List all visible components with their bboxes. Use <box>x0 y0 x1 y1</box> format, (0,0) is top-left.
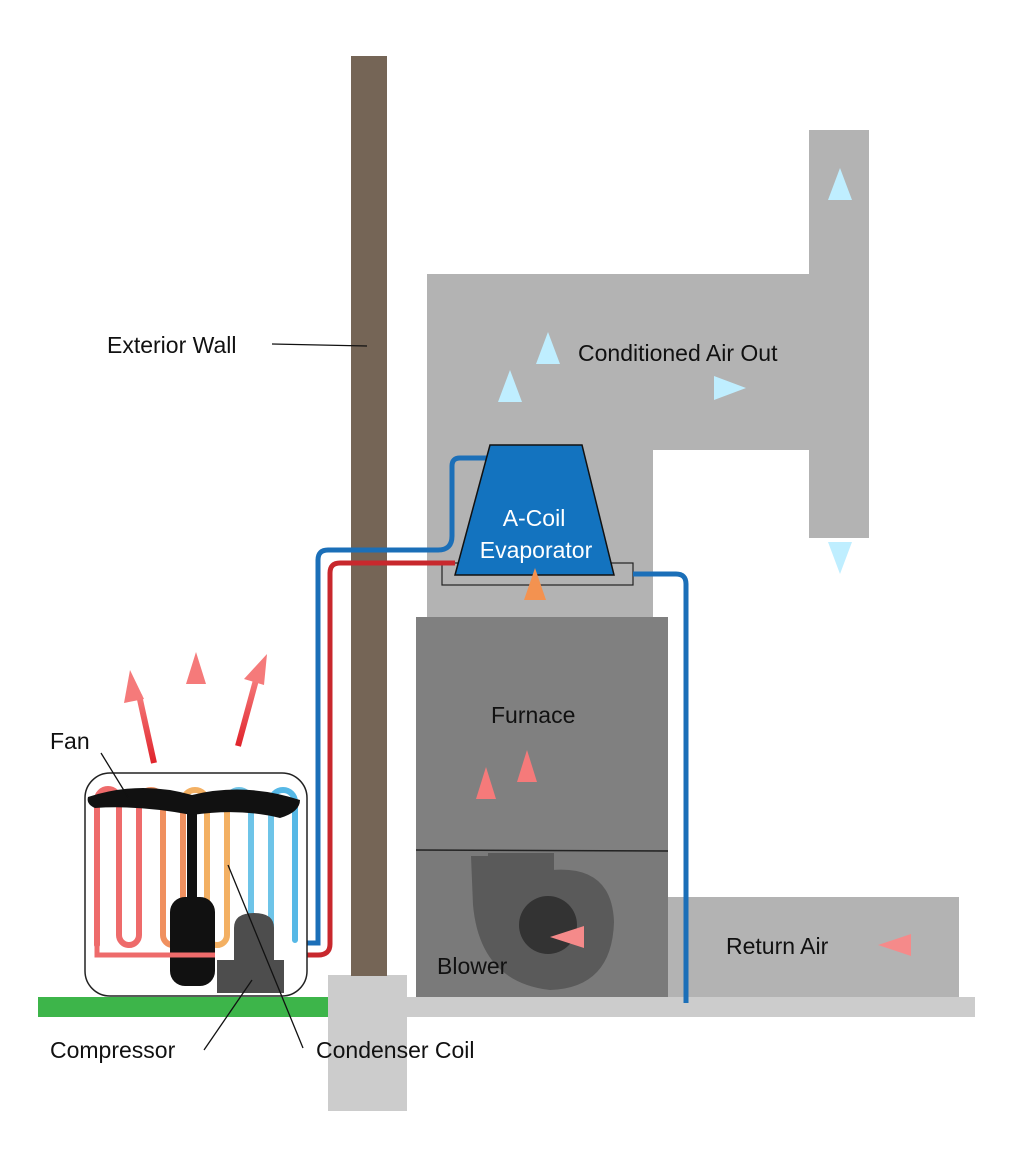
exterior-wall-label: Exterior Wall <box>107 332 237 358</box>
exterior-wall-leader <box>271 343 368 347</box>
cool-air-arrow-up-left <box>498 370 522 470</box>
fan-blade <box>87 787 301 818</box>
foundation <box>328 975 407 1111</box>
compressor-tank <box>170 897 215 986</box>
condensate-line <box>633 571 689 1003</box>
heat-exhaust-arrow-right <box>235 654 267 747</box>
ground-strip <box>38 997 330 1017</box>
furnace-divider <box>415 849 669 852</box>
return-air-label: Return Air <box>726 933 829 959</box>
condenser-coil-leader <box>227 864 304 1049</box>
heat-exhaust-arrow-left <box>124 670 157 764</box>
blower-hub <box>519 896 577 954</box>
furnace-heat-arrow-right <box>517 750 537 847</box>
floor-strip <box>405 997 975 1017</box>
compressor-leader <box>203 979 253 1051</box>
cool-air-arrow-up-duct <box>828 168 852 265</box>
compressor-label: Compressor <box>50 1037 176 1063</box>
a-coil-label-line2: Evaporator <box>480 537 593 563</box>
refrigerant-suction-line <box>295 455 490 946</box>
a-coil-label-line1: A-Coil <box>503 505 566 531</box>
exterior-wall <box>351 56 387 976</box>
return-air-arrow <box>878 934 973 956</box>
a-coil-evaporator <box>454 444 615 576</box>
fan-leader <box>100 752 129 798</box>
warm-air-arrow <box>524 568 546 667</box>
heat-exhaust-arrow-center <box>186 652 206 750</box>
fan-label: Fan <box>50 728 90 754</box>
furnace-label: Furnace <box>491 702 575 728</box>
cool-air-arrow-up-right <box>536 332 560 430</box>
compressor <box>217 913 284 993</box>
blower-intake-arrow <box>550 926 648 948</box>
blower-label: Blower <box>437 953 508 979</box>
blower-housing <box>471 853 614 990</box>
furnace-cabinet <box>416 617 668 850</box>
cool-air-arrow-right <box>648 376 746 400</box>
condenser-coil-label: Condenser Coil <box>316 1037 475 1063</box>
cool-air-arrow-down-duct <box>828 477 852 574</box>
refrigerant-liquid-line <box>215 560 455 958</box>
discharge-line-inside <box>94 945 215 958</box>
furnace-heat-arrow-left <box>476 767 496 864</box>
conditioned-air-out-label: Conditioned Air Out <box>578 340 778 366</box>
